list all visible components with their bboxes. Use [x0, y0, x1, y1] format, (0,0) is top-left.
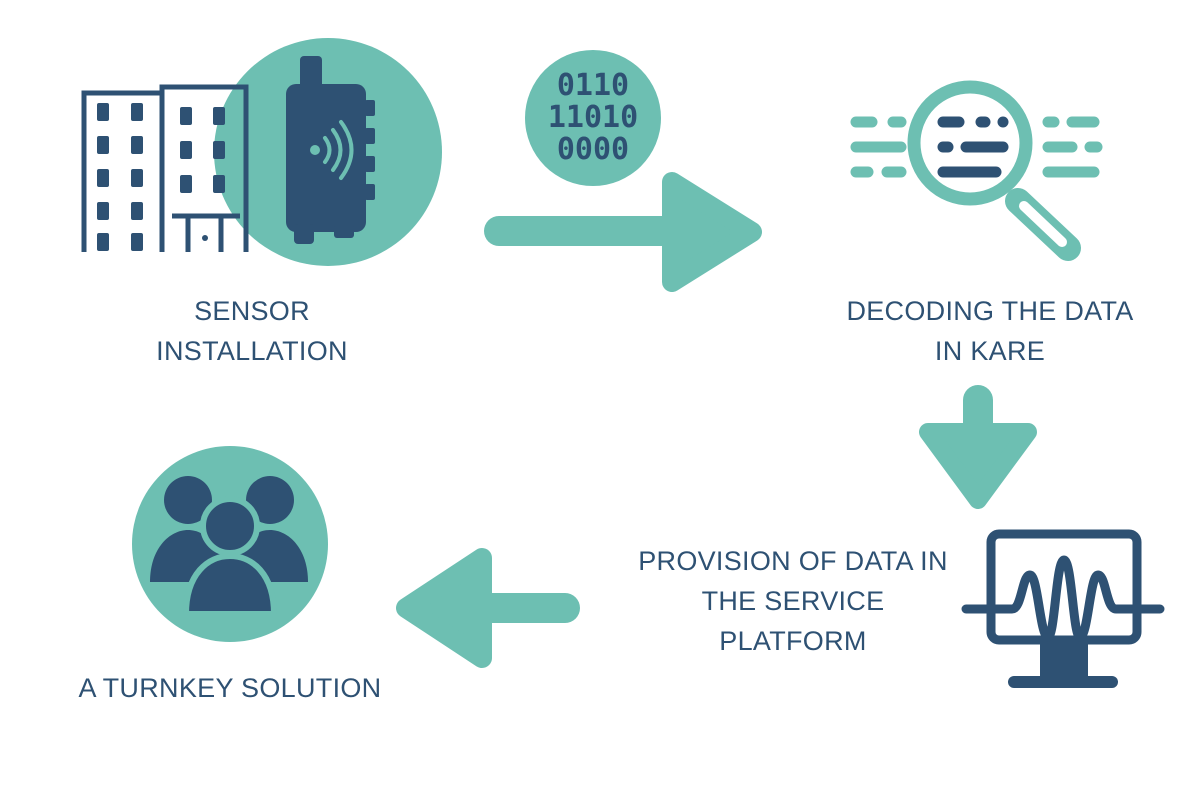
label-line: DECODING THE DATA [846, 296, 1134, 326]
monitor-signal-icon [961, 529, 1165, 688]
label-line: A TURNKEY SOLUTION [78, 673, 382, 703]
step-label-decoding: DECODING THE DATA IN KARE [820, 291, 1160, 371]
arrow-left-icon [396, 548, 580, 668]
label-line: THE SERVICE [701, 586, 885, 616]
binary-data-icon [525, 50, 661, 186]
binary-line-3: 0000 [556, 132, 630, 167]
label-line: PROVISION OF DATA IN [638, 546, 948, 576]
binary-line-2: 11010 [547, 100, 639, 135]
users-group-icon [132, 446, 328, 642]
arrow-right-icon [484, 172, 762, 292]
step-label-provision: PROVISION OF DATA IN THE SERVICE PLATFOR… [608, 541, 978, 661]
step-label-sensor-installation: SENSOR INSTALLATION [102, 291, 402, 371]
label-line: SENSOR [194, 296, 310, 326]
step-label-turnkey: A TURNKEY SOLUTION [40, 668, 420, 708]
binary-data-text: 0110 11010 0000 [533, 70, 653, 166]
label-line: IN KARE [934, 336, 1046, 366]
arrow-down-icon [919, 385, 1037, 509]
label-line: PLATFORM [719, 626, 867, 656]
magnifier-data-icon [850, 80, 1103, 261]
binary-line-1: 0110 [556, 68, 630, 103]
label-line: INSTALLATION [156, 336, 348, 366]
building-with-sensor-icon [81, 38, 442, 266]
